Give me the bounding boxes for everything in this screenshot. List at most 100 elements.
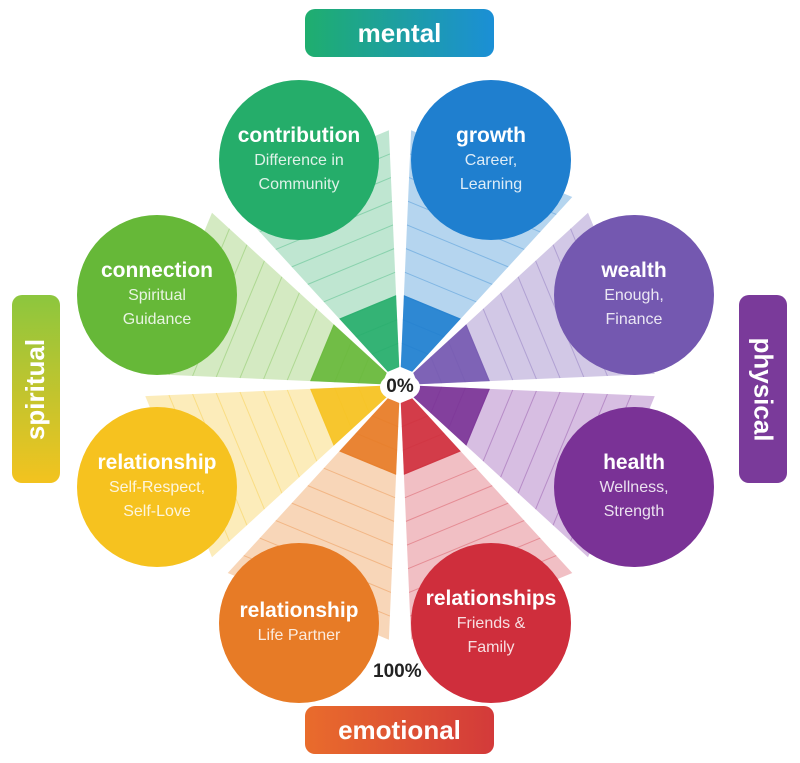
category-mental-text: mental bbox=[357, 17, 442, 48]
growth-line2: Learning bbox=[459, 176, 523, 193]
scale-line-health bbox=[535, 392, 585, 510]
scale-line-connection bbox=[357, 356, 370, 384]
scale-line-contribution bbox=[323, 271, 396, 303]
scale-line-wealth bbox=[447, 340, 466, 383]
self-line2: Self-Love bbox=[123, 503, 191, 520]
scale-line-relationships bbox=[407, 520, 525, 570]
scale-line-partner bbox=[291, 502, 394, 546]
scale-line-self bbox=[239, 391, 283, 494]
scale-line-health bbox=[517, 391, 561, 494]
scale-line-relationships bbox=[402, 432, 445, 451]
growth-title: growth bbox=[456, 124, 526, 147]
wedge-core-partner bbox=[339, 398, 400, 475]
scale-line-partner bbox=[371, 415, 399, 428]
relationships-line1: Friends & bbox=[456, 615, 526, 632]
scale-line-health bbox=[447, 387, 466, 430]
contribution-line1: Difference in bbox=[254, 152, 344, 169]
wealth-line1: Enough, bbox=[604, 287, 664, 304]
scale-line-health bbox=[430, 386, 443, 414]
scale-line-partner bbox=[339, 450, 397, 475]
scale-line-relationships bbox=[406, 502, 509, 546]
category-label-physical: physical bbox=[739, 295, 787, 483]
circle-contribution: contribution Difference in Community bbox=[219, 80, 379, 240]
circle-life-partner: relationship Life Partner bbox=[219, 543, 379, 703]
relationships-title: relationships bbox=[425, 587, 557, 610]
scale-line-relationships bbox=[404, 467, 477, 499]
health-line2: Strength bbox=[603, 503, 665, 520]
scale-line-wealth bbox=[500, 292, 537, 380]
scale-line-partner bbox=[307, 485, 395, 522]
scale-line-contribution bbox=[355, 319, 398, 338]
partner-title: relationship bbox=[239, 599, 359, 622]
wedge-core-health bbox=[413, 385, 490, 446]
wedge-core-wealth bbox=[413, 324, 490, 385]
scale-line-health bbox=[500, 390, 537, 478]
circle-connection: connection Spiritual Guidance bbox=[77, 215, 237, 375]
scale-line-growth bbox=[401, 342, 429, 355]
category-spiritual-text: spiritual bbox=[20, 338, 51, 440]
scale-line-growth bbox=[405, 248, 493, 285]
scale-line-connection bbox=[239, 276, 283, 379]
category-physical-text: physical bbox=[748, 336, 779, 442]
scale-line-self bbox=[286, 389, 318, 462]
max-percent-label: 100% bbox=[373, 661, 422, 682]
scale-line-connection bbox=[263, 292, 300, 380]
wedge-core-relationships bbox=[400, 398, 461, 475]
wealth-line2: Finance bbox=[605, 311, 663, 328]
scale-line-health bbox=[482, 389, 514, 462]
scale-line-wealth bbox=[517, 276, 561, 379]
connection-title: connection bbox=[100, 259, 213, 282]
scale-line-growth bbox=[404, 271, 477, 303]
wedge-core-self bbox=[310, 385, 387, 446]
scale-line-wealth bbox=[482, 308, 514, 381]
circle-self-love: relationship Self-Respect, Self-Love bbox=[77, 407, 237, 567]
scale-line-growth bbox=[403, 295, 461, 320]
wedge-core-growth bbox=[400, 295, 461, 372]
circle-relationships: relationships Friends & Family bbox=[411, 543, 571, 703]
connection-line1: Spiritual bbox=[128, 287, 186, 304]
circle-wealth: wealth Enough, Finance bbox=[554, 215, 714, 375]
scale-line-connection bbox=[286, 308, 318, 381]
scale-line-partner bbox=[275, 520, 393, 570]
scale-line-connection bbox=[310, 324, 335, 382]
scale-line-connection bbox=[334, 340, 353, 383]
partner-line1: Life Partner bbox=[257, 627, 341, 644]
scale-line-contribution bbox=[307, 248, 395, 285]
relationships-line2: Family bbox=[467, 639, 515, 656]
wedge-core-contribution bbox=[339, 295, 400, 372]
contribution-line2: Community bbox=[258, 176, 340, 193]
scale-line-partner bbox=[323, 467, 396, 499]
circle-health: health Wellness, Strength bbox=[554, 407, 714, 567]
growth-line1: Career, bbox=[464, 152, 518, 169]
category-label-emotional: emotional bbox=[305, 706, 494, 754]
category-label-mental: mental bbox=[305, 9, 494, 57]
scale-line-partner bbox=[355, 432, 398, 451]
scale-line-self bbox=[334, 387, 353, 430]
scale-line-contribution bbox=[371, 342, 399, 355]
scale-line-growth bbox=[406, 224, 509, 268]
connection-line2: Guidance bbox=[122, 311, 192, 328]
scale-line-self bbox=[263, 390, 300, 478]
scale-line-wealth bbox=[430, 356, 443, 384]
scale-line-contribution bbox=[339, 295, 397, 320]
scale-line-connection bbox=[215, 260, 265, 378]
self-line1: Self-Respect, bbox=[108, 479, 206, 496]
category-emotional-text: emotional bbox=[338, 714, 461, 745]
scale-line-wealth bbox=[465, 324, 490, 382]
wedge-core-connection bbox=[310, 324, 387, 385]
scale-line-health bbox=[465, 388, 490, 446]
scale-line-self bbox=[310, 388, 335, 446]
health-title: health bbox=[603, 451, 665, 474]
scale-line-relationships bbox=[405, 485, 493, 522]
health-line1: Wellness, bbox=[599, 479, 669, 496]
scale-line-self bbox=[215, 392, 265, 510]
category-label-spiritual: spiritual bbox=[12, 295, 60, 483]
scale-line-growth bbox=[402, 319, 445, 338]
scale-line-relationships bbox=[401, 415, 429, 428]
circle-growth: growth Career, Learning bbox=[411, 80, 571, 240]
wealth-title: wealth bbox=[601, 259, 667, 282]
center-percent-label: 0% bbox=[380, 373, 420, 401]
scale-line-contribution bbox=[291, 224, 394, 268]
scale-line-relationships bbox=[403, 450, 461, 475]
self-title: relationship bbox=[97, 451, 217, 474]
